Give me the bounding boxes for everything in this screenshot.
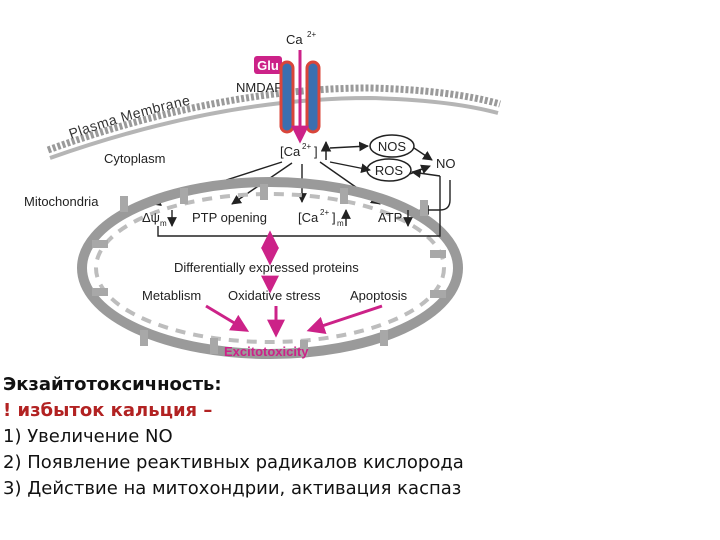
- nmdar-label: NMDAR: [236, 80, 284, 95]
- feedback-arrow: [412, 172, 440, 176]
- list-item: 3) Действие на митохондрии, активация ка…: [3, 476, 703, 502]
- excitotoxicity-arrows: [206, 306, 382, 334]
- list-item: 2) Появление реактивных радикалов кислор…: [3, 450, 703, 476]
- nos-node: NOS: [370, 135, 414, 157]
- ca-top-text: Ca: [286, 32, 303, 47]
- apoptosis-label: Apoptosis: [350, 288, 408, 303]
- ros-text: ROS: [375, 163, 404, 178]
- ca-cyto-sup: 2+: [302, 142, 311, 151]
- ca-top-sup: 2+: [307, 30, 316, 39]
- ca-mito-label: [Ca 2+ ] m: [298, 208, 344, 228]
- glu-badge: Glu: [254, 56, 282, 74]
- ca-mito-close: ]: [332, 210, 336, 225]
- mito-bracket-lines: [158, 226, 440, 236]
- calcium-excess-note: ! избыток кальция –: [3, 398, 703, 424]
- cytoplasm-arrows: [152, 146, 452, 210]
- ca-mito-text: [Ca: [298, 210, 319, 225]
- delta-psi-label: Δψ m: [142, 210, 167, 228]
- ros-node: ROS: [367, 159, 411, 181]
- ptp-opening-label: PTP opening: [192, 210, 267, 225]
- ca-mito-sub: m: [337, 219, 344, 228]
- oxidative-stress-label: Oxidative stress: [228, 288, 321, 303]
- explanation-text: Экзайтотоксичность: ! избыток кальция – …: [3, 372, 703, 502]
- ca-cyto-close: ]: [314, 144, 318, 159]
- ca-cytoplasm-label: [Ca 2+ ]: [280, 142, 318, 159]
- differentially-expressed-proteins-label: Differentially expressed proteins: [174, 260, 359, 275]
- delta-psi-text: Δψ: [142, 210, 160, 225]
- ca-extracellular-label: Ca 2+: [286, 30, 316, 47]
- cytoplasm-label: Cytoplasm: [104, 151, 165, 166]
- excitotoxicity-label: Excitotoxicity: [224, 344, 309, 359]
- explanation-title: Экзайтотоксичность:: [3, 372, 703, 398]
- metablism-label: Metablism: [142, 288, 201, 303]
- glu-text: Glu: [257, 58, 279, 73]
- ca-mito-sup: 2+: [320, 208, 329, 217]
- list-item: 1) Увеличение NO: [3, 424, 703, 450]
- delta-psi-sub: m: [160, 219, 167, 228]
- mitochondria-label: Mitochondria: [24, 194, 99, 209]
- nos-text: NOS: [378, 139, 407, 154]
- atp-label: ATP: [378, 210, 402, 225]
- ca-cyto-text: [Ca: [280, 144, 301, 159]
- no-label: NO: [436, 156, 456, 171]
